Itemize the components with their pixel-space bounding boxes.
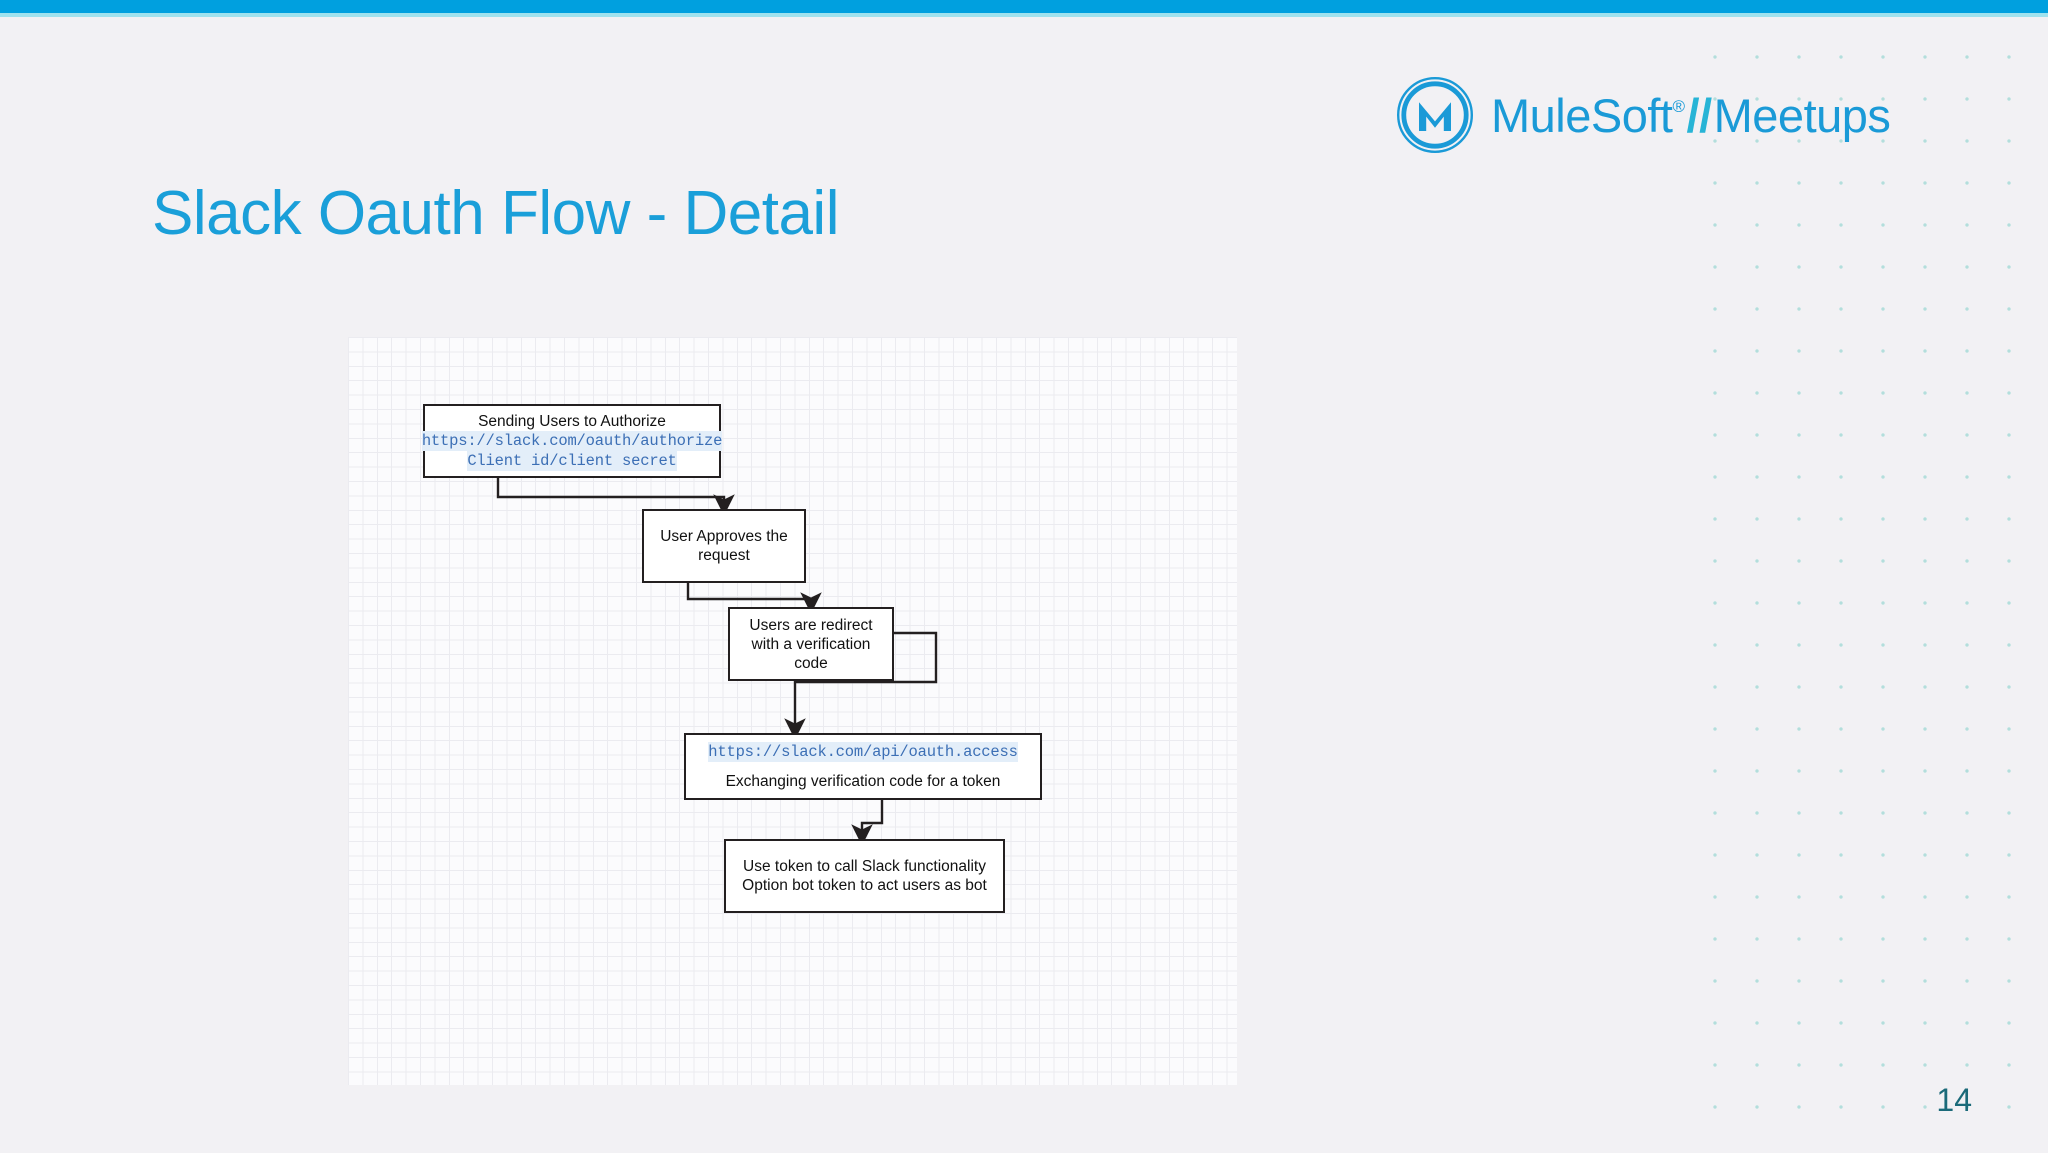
edge-node1-node2 [496, 478, 735, 516]
edge-node2-node3 [686, 583, 822, 614]
registered-mark: ® [1672, 96, 1685, 116]
mulesoft-m-circle-icon [1395, 75, 1475, 155]
node-code-line-1: https://slack.com/api/oauth.access [708, 742, 1018, 762]
edge-node4-node5 [851, 800, 884, 846]
brand-separator: // [1686, 88, 1713, 142]
node-code-line-1: https://slack.com/oauth/authorize [421, 430, 723, 451]
decorative-dot-pattern [1688, 30, 2048, 1110]
page-number: 14 [1936, 1082, 1972, 1118]
mulesoft-meetups-logo: MuleSoft®//Meetups [1395, 75, 1891, 155]
flow-node-sending-users-to-authorize[interactable]: Sending Users to Authorize https://slack… [421, 404, 723, 478]
page-title: Slack Oauth Flow - Detail [152, 179, 839, 248]
flowchart-connectors [496, 478, 938, 846]
node-title: User Approves the request [660, 528, 788, 564]
edge-node3-node4 [784, 631, 938, 740]
node-title: Users are redirect with a verification c… [749, 616, 873, 672]
flow-node-user-approves-request[interactable]: User Approves the request [642, 509, 806, 583]
brand-wordmark: MuleSoft®//Meetups [1491, 88, 1891, 143]
brand-name: MuleSoft [1491, 88, 1673, 142]
flow-node-use-token-call-slack[interactable]: Use token to call Slack functionality Op… [724, 839, 1005, 913]
node-code-line-2: Client id/client secret [467, 450, 677, 471]
top-accent-bar [0, 0, 2048, 13]
node-title: Sending Users to Authorize [478, 412, 666, 430]
flow-node-exchange-code-for-token[interactable]: https://slack.com/api/oauth.access Excha… [684, 733, 1042, 800]
node-title: Exchanging verification code for a token [725, 773, 1001, 790]
node-title: Use token to call Slack functionality Op… [742, 858, 987, 894]
brand-product: Meetups [1713, 88, 1891, 142]
top-accent-bar-secondary [0, 13, 2048, 17]
flowchart-canvas: Sending Users to Authorize https://slack… [348, 337, 1237, 1085]
flow-node-users-redirected-with-code[interactable]: Users are redirect with a verification c… [728, 607, 894, 681]
